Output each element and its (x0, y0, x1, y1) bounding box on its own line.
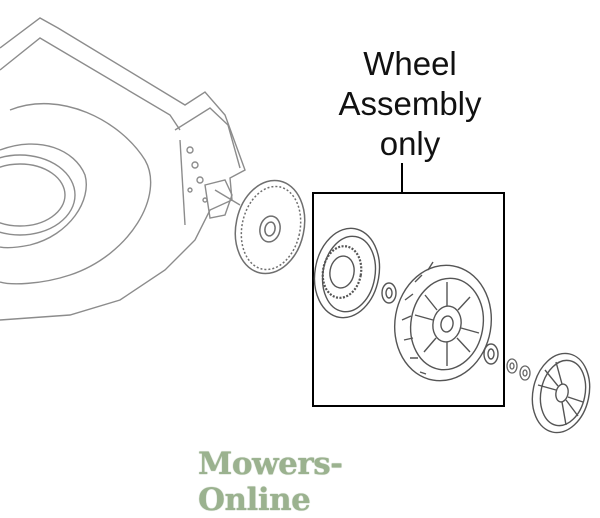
exploded-parts-diagram (0, 17, 591, 434)
callout-label: Wheel Assembly only (320, 44, 500, 164)
wheel-bearing-inner (381, 282, 397, 304)
hub-cap (531, 352, 591, 434)
wheel-bearing-outer (483, 343, 499, 365)
callout-line-1: Wheel (363, 45, 457, 82)
mower-deck (0, 17, 246, 321)
callout-box (312, 192, 505, 407)
washers (506, 358, 531, 381)
watermark-logo: Mowers-Online (198, 446, 343, 518)
wheel-gear-ring (313, 227, 381, 319)
callout-line-3: only (379, 125, 441, 162)
wheel-assembly-callout (312, 163, 505, 407)
drive-gear-plate (234, 179, 306, 275)
wheel-tyre (393, 261, 493, 382)
callout-line-2: Assembly (338, 85, 482, 122)
